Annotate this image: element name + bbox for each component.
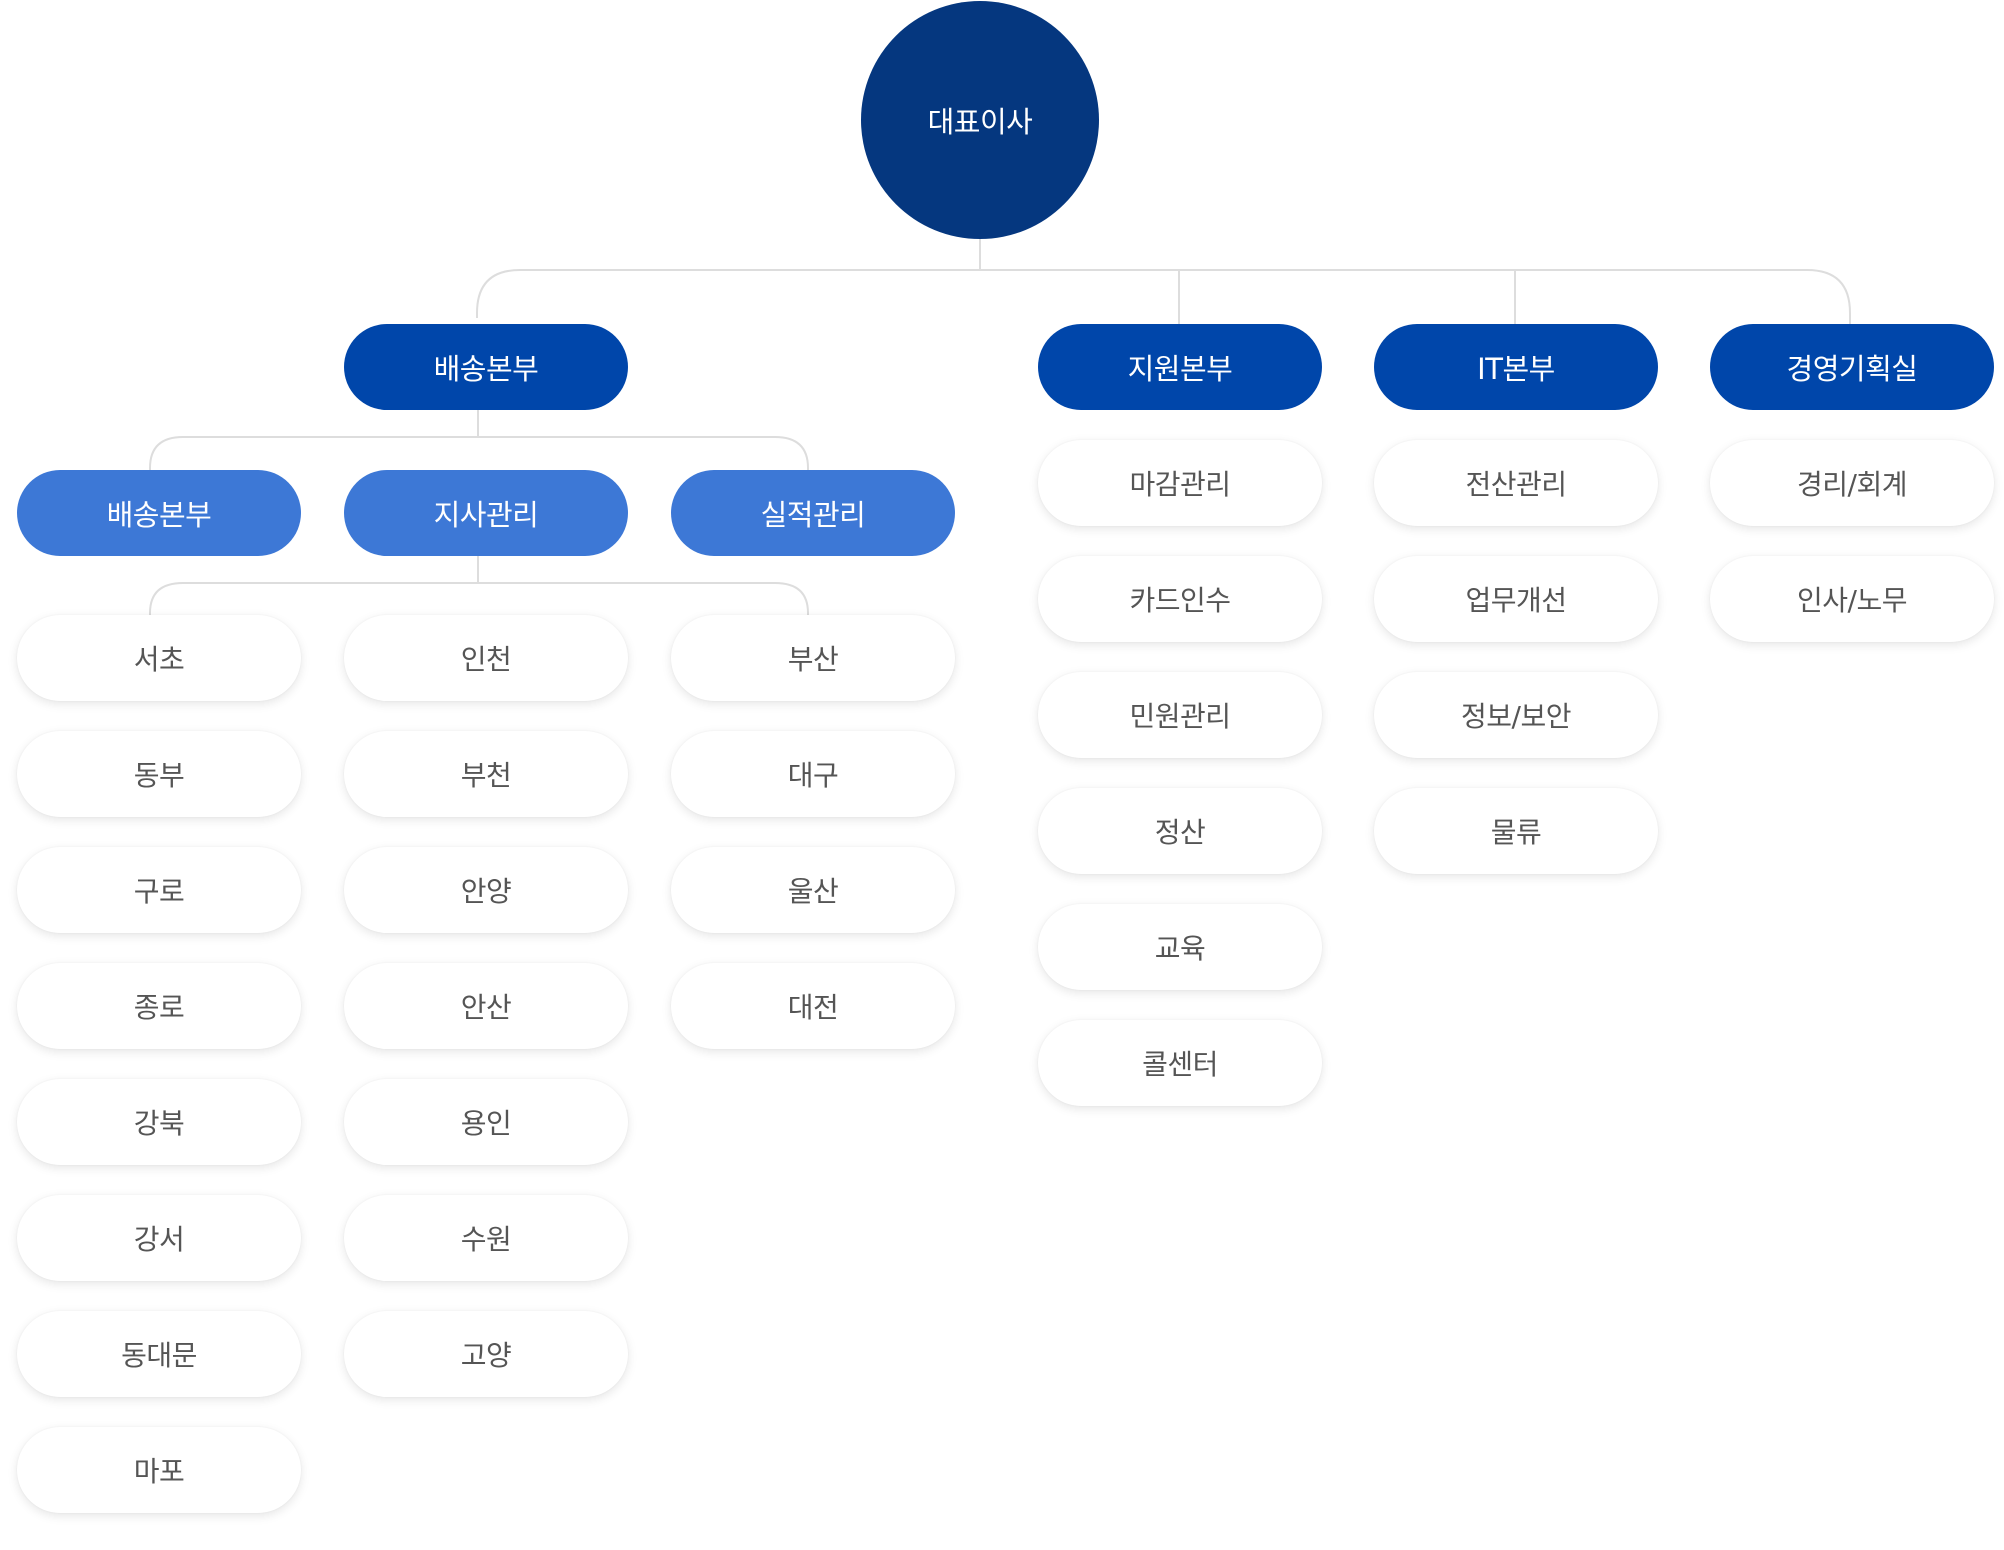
department-label: 경영기획실: [1786, 352, 1918, 386]
region-item[interactable]: 안양: [344, 847, 628, 933]
department-label: IT본부: [1477, 352, 1555, 386]
region-item[interactable]: 부천: [344, 731, 628, 817]
department-support[interactable]: 지원본부: [1038, 324, 1322, 410]
region-label: 대구: [787, 759, 839, 792]
support-item-label: 카드인수: [1129, 584, 1231, 617]
it-item[interactable]: 정보/보안: [1374, 672, 1658, 758]
region-label: 인천: [460, 643, 512, 676]
it-item[interactable]: 물류: [1374, 788, 1658, 874]
region-label: 강서: [133, 1223, 185, 1256]
connector-subunit-bar: [149, 436, 809, 470]
region-label: 안양: [460, 875, 512, 908]
region-label: 안산: [460, 991, 512, 1024]
it-item-label: 전산관리: [1465, 468, 1567, 501]
region-item[interactable]: 용인: [344, 1079, 628, 1165]
region-item[interactable]: 고양: [344, 1311, 628, 1397]
region-label: 종로: [133, 991, 185, 1024]
region-label: 마포: [133, 1455, 185, 1488]
region-item[interactable]: 부산: [671, 615, 955, 701]
region-item[interactable]: 서초: [17, 615, 301, 701]
it-item-label: 물류: [1490, 816, 1542, 849]
region-item[interactable]: 동대문: [17, 1311, 301, 1397]
it-item[interactable]: 업무개선: [1374, 556, 1658, 642]
region-item[interactable]: 강서: [17, 1195, 301, 1281]
region-item[interactable]: 울산: [671, 847, 955, 933]
support-item-label: 정산: [1154, 816, 1206, 849]
support-item-label: 교육: [1154, 932, 1206, 965]
subunit-delivery[interactable]: 배송본부: [17, 470, 301, 556]
region-label: 구로: [133, 875, 185, 908]
planning-item[interactable]: 경리/회계: [1710, 440, 1994, 526]
subunit-branch-management[interactable]: 지사관리: [344, 470, 628, 556]
region-label: 동부: [133, 759, 185, 792]
support-item[interactable]: 마감관리: [1038, 440, 1322, 526]
support-item[interactable]: 콜센터: [1038, 1020, 1322, 1106]
it-item-label: 정보/보안: [1461, 700, 1571, 733]
subunit-label: 실적관리: [760, 498, 866, 532]
region-item[interactable]: 구로: [17, 847, 301, 933]
department-label: 배송본부: [433, 352, 539, 386]
region-label: 대전: [787, 991, 839, 1024]
it-item-label: 업무개선: [1465, 584, 1567, 617]
support-item[interactable]: 카드인수: [1038, 556, 1322, 642]
region-item[interactable]: 안산: [344, 963, 628, 1049]
subunit-performance-management[interactable]: 실적관리: [671, 470, 955, 556]
planning-item[interactable]: 인사/노무: [1710, 556, 1994, 642]
planning-item-label: 인사/노무: [1797, 584, 1907, 617]
region-item[interactable]: 강북: [17, 1079, 301, 1165]
region-item[interactable]: 마포: [17, 1427, 301, 1513]
region-item[interactable]: 동부: [17, 731, 301, 817]
region-item[interactable]: 인천: [344, 615, 628, 701]
ceo-node[interactable]: 대표이사: [861, 1, 1099, 239]
region-label: 부산: [787, 643, 839, 676]
region-label: 울산: [787, 875, 839, 908]
region-label: 서초: [133, 643, 185, 676]
it-item[interactable]: 전산관리: [1374, 440, 1658, 526]
subunit-label: 지사관리: [433, 498, 539, 532]
ceo-label: 대표이사: [927, 105, 1033, 139]
support-item-label: 콜센터: [1142, 1048, 1218, 1081]
planning-item-label: 경리/회계: [1797, 468, 1907, 501]
department-label: 지원본부: [1127, 352, 1233, 386]
connector-department-bar: [476, 269, 1851, 324]
region-item[interactable]: 수원: [344, 1195, 628, 1281]
region-item[interactable]: 대구: [671, 731, 955, 817]
support-item[interactable]: 정산: [1038, 788, 1322, 874]
support-item-label: 민원관리: [1129, 700, 1231, 733]
region-label: 부천: [460, 759, 512, 792]
connector-region-bar: [149, 582, 809, 615]
region-label: 고양: [460, 1339, 512, 1372]
support-item[interactable]: 민원관리: [1038, 672, 1322, 758]
department-delivery[interactable]: 배송본부: [344, 324, 628, 410]
region-label: 동대문: [121, 1339, 197, 1372]
department-planning[interactable]: 경영기획실: [1710, 324, 1994, 410]
region-label: 용인: [460, 1107, 512, 1140]
region-label: 강북: [133, 1107, 185, 1140]
region-item[interactable]: 종로: [17, 963, 301, 1049]
support-item-label: 마감관리: [1129, 468, 1231, 501]
region-label: 수원: [460, 1223, 512, 1256]
region-item[interactable]: 대전: [671, 963, 955, 1049]
subunit-label: 배송본부: [106, 498, 212, 532]
support-item[interactable]: 교육: [1038, 904, 1322, 990]
department-it[interactable]: IT본부: [1374, 324, 1658, 410]
